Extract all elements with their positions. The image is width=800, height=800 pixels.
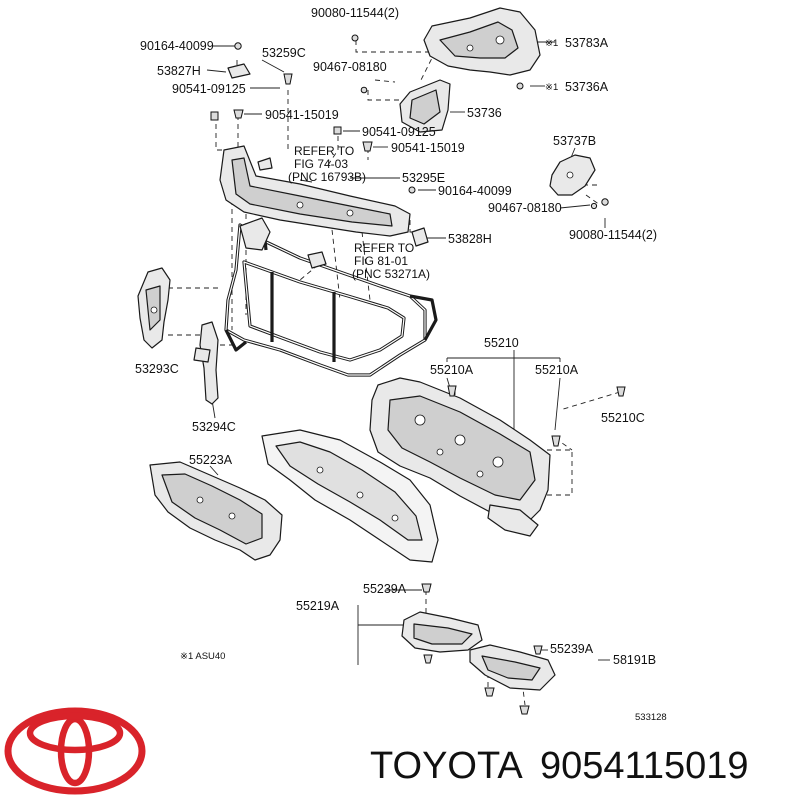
refer2-line2: FIG 81-01: [354, 254, 408, 268]
dash-insulator-55210: [369, 377, 551, 537]
label-55239a-right: 55239A: [550, 642, 594, 656]
label-58191b: 58191B: [613, 653, 656, 667]
part-labels: 90080-11544(2) 53783A ※1 90164-40099 532…: [135, 6, 667, 723]
bolt-90164b: [408, 186, 416, 194]
clip-55210c: [616, 386, 626, 397]
logo-horizontal-ring: [26, 712, 124, 754]
refer1-line2: FIG 74-03: [294, 157, 348, 171]
clip-53259c: [283, 73, 293, 85]
bolt-90080b: [601, 198, 609, 206]
label-53293c: 53293C: [135, 362, 179, 376]
label-53295e: 53295E: [402, 171, 445, 185]
label-ref-mark-2: ※1: [545, 82, 558, 93]
fasteners: [210, 34, 626, 715]
lower-cover-58191b: [469, 644, 556, 691]
label-55210a-right: 55210A: [535, 363, 579, 377]
toyota-logo-icon: [4, 707, 146, 795]
duct-53736: [399, 79, 451, 133]
clip-90541a: [210, 111, 219, 121]
nut-53828h: [411, 227, 429, 247]
clip-55239a-right: [533, 645, 543, 655]
lower-cover-55219a: [401, 611, 483, 653]
refer1-line1: REFER TO: [294, 144, 354, 158]
label-53736a: 53736A: [565, 80, 609, 94]
clip-55210a-right: [551, 435, 561, 447]
refer-note-fig-74-03: REFER TO FIG 74-03 (PNC 16793B): [288, 144, 366, 184]
label-55210: 55210: [484, 336, 519, 350]
clip-55239a-top: [421, 583, 432, 593]
clip-90541c: [333, 126, 342, 135]
clip-90541b: [233, 109, 244, 119]
bolt-90467b: [590, 202, 598, 210]
label-53827h: 53827H: [157, 64, 201, 78]
label-55210a-left: 55210A: [430, 363, 474, 377]
clip-lower-2: [484, 687, 495, 697]
side-panel-53293c: [137, 267, 171, 349]
label-53737b: 53737B: [553, 134, 596, 148]
upper-support-53295e: [219, 145, 411, 237]
label-90467-08180-right: 90467-08180: [488, 201, 562, 215]
clip-90541d: [362, 141, 373, 152]
brand-name: TOYOTA: [370, 745, 523, 787]
label-90080-11544-top: 90080-11544(2): [311, 6, 399, 20]
clip-lower-3: [519, 705, 530, 715]
dash-insulator-55223a: [149, 461, 283, 561]
bolt-90164: [234, 42, 242, 50]
label-diagram-number: 533128: [635, 712, 667, 723]
label-55219a: 55219A: [296, 599, 340, 613]
refer-note-fig-81-01: REFER TO FIG 81-01 (PNC 53271A): [352, 241, 430, 281]
nut-53827h: [227, 63, 251, 79]
label-90164-40099-top: 90164-40099: [140, 39, 214, 53]
label-55223a: 55223A: [189, 453, 233, 467]
refer1-line3: (PNC 16793B): [288, 170, 366, 184]
label-53736: 53736: [467, 106, 502, 120]
refer2-line3: (PNC 53271A): [352, 267, 430, 281]
refer2-line1: REFER TO: [354, 241, 414, 255]
label-asu40-note: ※1 ASU40: [180, 651, 225, 662]
label-55239a-top: 55239A: [363, 582, 407, 596]
part-number: 9054115019: [540, 745, 749, 787]
bolt-90467a: [360, 86, 368, 94]
logo-outer-ring: [4, 707, 146, 795]
solid-leaders: [206, 41, 610, 665]
label-55210c: 55210C: [601, 411, 645, 425]
clip-55210a-left: [447, 385, 457, 397]
clip-lower-1: [423, 654, 433, 664]
label-90080-11544-right: 90080-11544(2): [569, 228, 657, 242]
label-90467-08180-top: 90467-08180: [313, 60, 387, 74]
label-90164-40099-right: 90164-40099: [438, 184, 512, 198]
bolt-90080a: [351, 34, 359, 42]
label-90541-09125-left: 90541-09125: [172, 82, 246, 96]
dash-panel-center: [261, 429, 439, 563]
label-90541-15019-center: 90541-15019: [391, 141, 465, 155]
label-90541-09125-center: 90541-09125: [362, 125, 436, 139]
label-53828h: 53828H: [448, 232, 492, 246]
label-53783a: 53783A: [565, 36, 609, 50]
label-ref-mark-1: ※1: [545, 38, 558, 49]
side-bracket-53294c: [193, 321, 219, 405]
bracket-53737b: [549, 154, 596, 196]
bolt-53736a: [516, 82, 524, 90]
label-90541-15019-left: 90541-15019: [265, 108, 339, 122]
duct-53783a: [423, 7, 541, 76]
radiator-support-frame: [224, 217, 438, 377]
label-53294c: 53294C: [192, 420, 236, 434]
label-53259c: 53259C: [262, 46, 306, 60]
